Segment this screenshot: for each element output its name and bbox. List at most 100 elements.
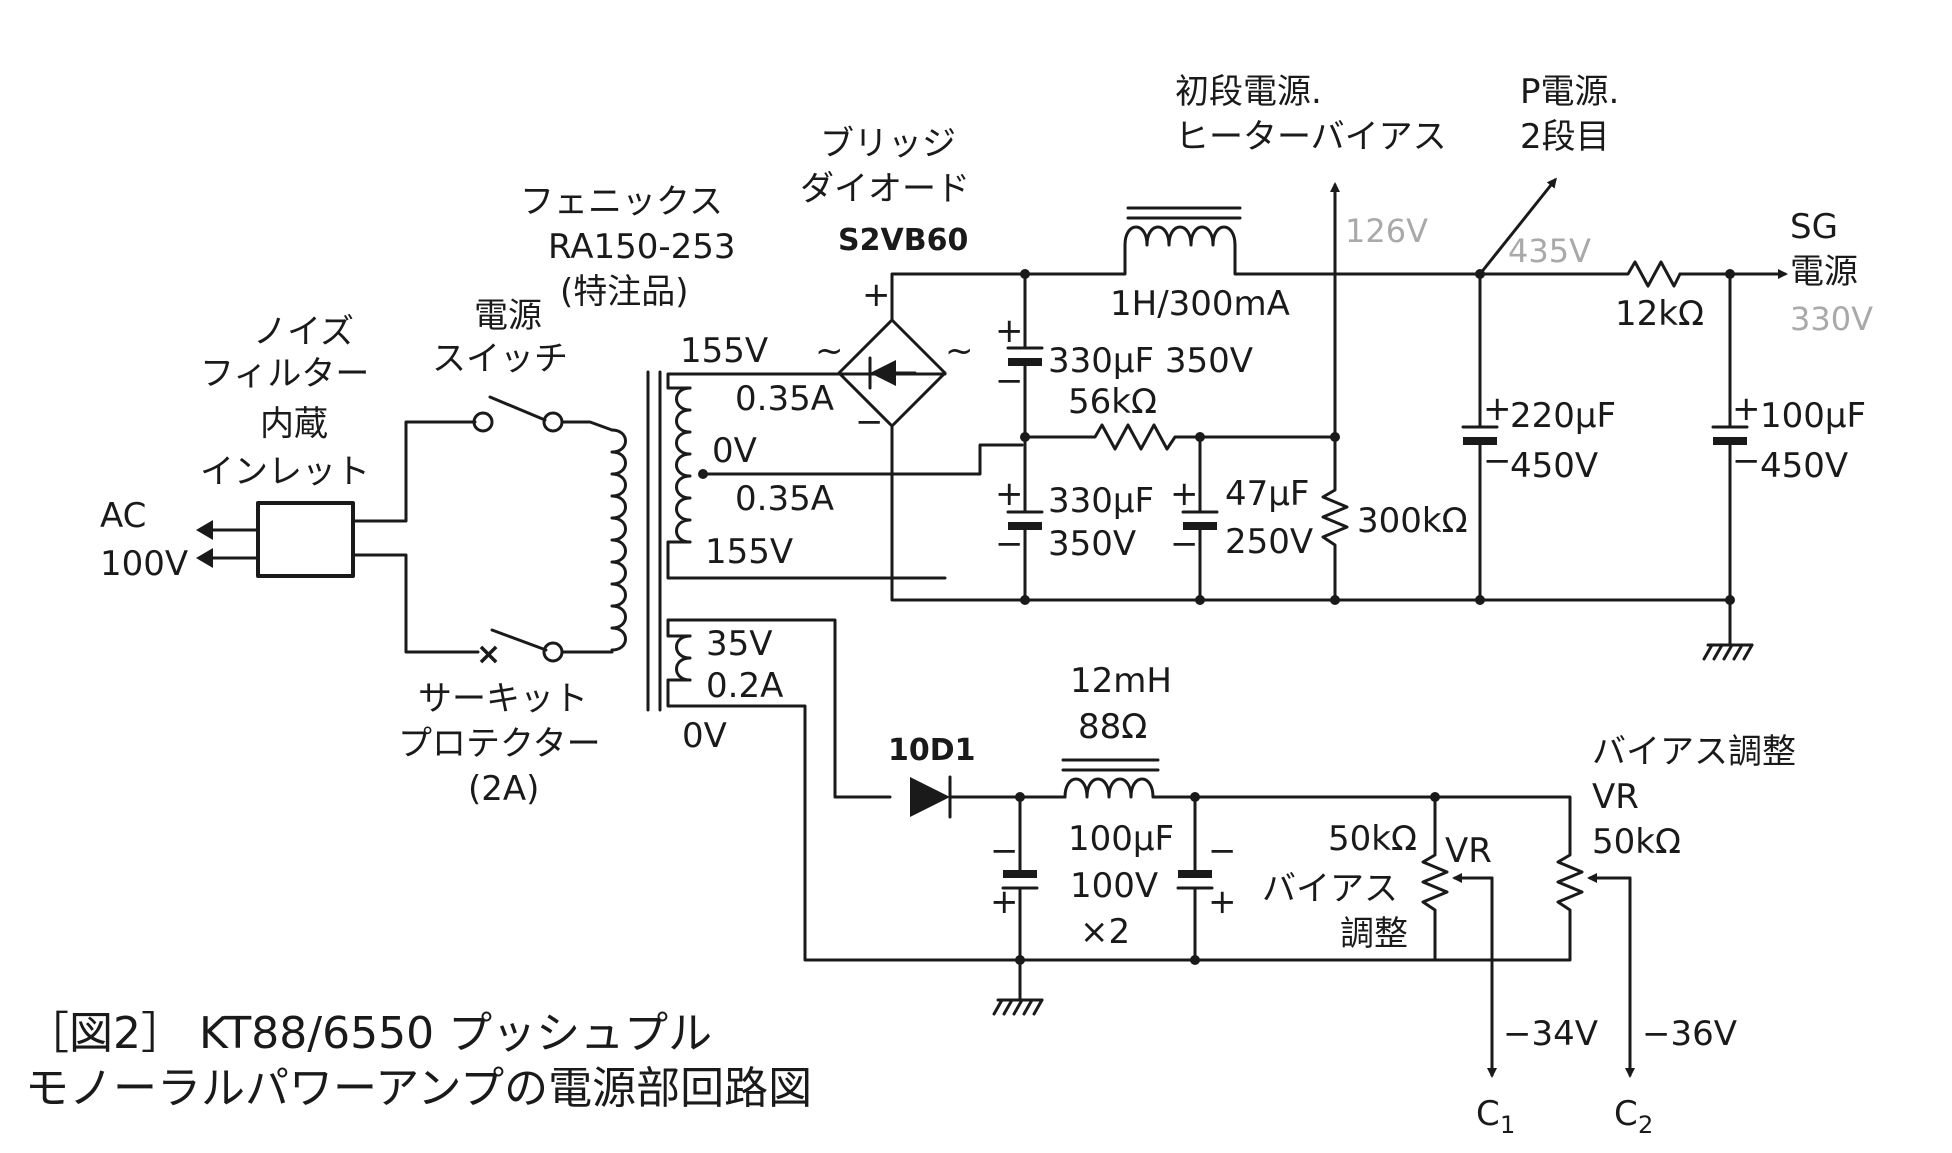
ground-hv bbox=[1702, 598, 1754, 661]
bias-winding-zero: 0V bbox=[682, 716, 727, 756]
ac-label: AC bbox=[100, 496, 146, 536]
p-supply-label-1: P電源. bbox=[1520, 72, 1619, 112]
r56k-label: 56kΩ bbox=[1068, 382, 1157, 422]
wire-bias-top bbox=[666, 618, 892, 799]
c4-label-2: 450V bbox=[1510, 446, 1598, 486]
p-supply-label-2: 2段目 bbox=[1520, 117, 1610, 157]
wire-hv-top bbox=[666, 372, 947, 390]
ground-bias bbox=[992, 958, 1044, 1016]
vr1-adjust-2: 調整 bbox=[1340, 914, 1408, 954]
c2-label-1: 330μF bbox=[1048, 481, 1154, 521]
c1-minus: − bbox=[995, 361, 1024, 401]
choke-12mh: 12mH 88Ω bbox=[1061, 661, 1437, 799]
bridge-part-number: S2VB60 bbox=[838, 223, 968, 258]
bridge-minus: − bbox=[855, 402, 884, 442]
capacitor-c1: + − 330μF 350V bbox=[995, 272, 1253, 439]
bridge-rectifier: ブリッジ ダイオード S2VB60 + − ~ ~ bbox=[800, 124, 1732, 602]
c1-output-label: C bbox=[1476, 1094, 1500, 1134]
c2-output-voltage: −36V bbox=[1642, 1014, 1737, 1054]
hv-center-label: 0V bbox=[712, 431, 757, 471]
transformer-model-label: RA150-253 bbox=[548, 227, 736, 267]
wire-bias-bottom bbox=[666, 678, 1427, 962]
caption-line-1: ［図2］ KT88/6550 プッシュプル bbox=[25, 1008, 712, 1059]
c2-output-label: C bbox=[1614, 1094, 1638, 1134]
bias-output-c2: −36V C 2 bbox=[1614, 1014, 1737, 1139]
choke-bias-coil bbox=[1063, 777, 1437, 799]
bridge-label-2: ダイオード bbox=[800, 169, 970, 209]
choke-coil bbox=[1118, 225, 1246, 276]
power-switch-lever bbox=[488, 395, 547, 422]
cbias-label-1: 100μF bbox=[1068, 819, 1174, 859]
capacitor-c3: + − 47μF 250V bbox=[1170, 435, 1313, 602]
bridge-plus: + bbox=[862, 275, 891, 315]
choke-bias-inductance: 12mH bbox=[1070, 661, 1172, 701]
first-stage-supply: 初段電源. ヒーターバイアス 126V bbox=[1175, 72, 1447, 250]
ac-arrow-2 bbox=[196, 548, 213, 568]
cb2-plus: + bbox=[1208, 882, 1237, 922]
noise-filter-label-1: ノイズ bbox=[253, 312, 354, 352]
bridge-diode-arrow bbox=[870, 360, 896, 386]
wire-bridge-plus bbox=[890, 272, 1027, 322]
sg-voltage: 330V bbox=[1790, 300, 1873, 338]
noise-filter-label-3: 内蔵 bbox=[260, 404, 328, 444]
diode-body bbox=[910, 777, 950, 817]
wire-ground-bus bbox=[890, 424, 1732, 602]
c2-plus: + bbox=[995, 474, 1024, 514]
potentiometer-vr1: 50kΩ VR バイアス 調整 bbox=[1262, 795, 1494, 1077]
wire-switch-primary bbox=[560, 420, 614, 432]
diode-10d1: 10D1 bbox=[888, 733, 1067, 819]
vr2-name: VR bbox=[1592, 777, 1639, 817]
vr1-value: 50kΩ bbox=[1328, 819, 1417, 859]
resistor-56k-body bbox=[1083, 423, 1337, 451]
hv-bottom-voltage: 155V bbox=[705, 532, 793, 572]
choke-bias-resistance: 88Ω bbox=[1078, 707, 1147, 747]
potentiometer-vr2: バイアス調整 VR 50kΩ bbox=[1423, 732, 1796, 1077]
bias-secondary-winding bbox=[675, 634, 692, 682]
c4-label-1: 220μF bbox=[1510, 396, 1616, 436]
sg-label-2: 電源 bbox=[1790, 252, 1858, 292]
vr1-name: VR bbox=[1445, 831, 1492, 871]
noise-filter-label-4: インレット bbox=[200, 452, 370, 492]
capacitor-c2: + − 330μF 350V bbox=[995, 435, 1154, 602]
bias-output-c1: −34V C 1 bbox=[1476, 1014, 1598, 1139]
power-transformer: フェニックス RA150-253 (特注品) 155V 0.35A 0V 0.3… bbox=[520, 182, 1427, 962]
cb1-plus: + bbox=[990, 882, 1019, 922]
ac-voltage-label: 100V bbox=[100, 544, 188, 584]
vr1-body bbox=[1421, 795, 1449, 962]
ac-arrow-1 bbox=[196, 520, 213, 540]
resistor-12k-body bbox=[1618, 260, 1682, 288]
wire-hv-bottom bbox=[666, 540, 947, 580]
noise-filter-label-2: フィルター bbox=[200, 354, 369, 394]
ac-input: AC 100V bbox=[100, 496, 260, 584]
resistor-300k-body bbox=[1321, 435, 1349, 602]
c1-output-subscript: 1 bbox=[1500, 1111, 1515, 1139]
primary-winding bbox=[610, 428, 627, 652]
r300k-label: 300kΩ bbox=[1357, 501, 1468, 541]
c5-minus: − bbox=[1732, 441, 1761, 481]
p-supply-voltage: 435V bbox=[1508, 232, 1591, 270]
choke-1h: 1H/300mA bbox=[1110, 206, 1290, 324]
hv-secondary-winding bbox=[675, 386, 692, 544]
circuit-protector: × サーキット プロテクター (2A) bbox=[398, 628, 614, 809]
protector-lever bbox=[490, 628, 548, 652]
figure-caption: ［図2］ KT88/6550 プッシュプル モノーラルパワーアンプの電源部回路図 bbox=[25, 1008, 812, 1114]
resistor-300k: 300kΩ bbox=[1321, 182, 1468, 602]
c2-minus: − bbox=[995, 524, 1024, 564]
protector-label-1: サーキット bbox=[418, 679, 588, 719]
diode-part-number: 10D1 bbox=[888, 733, 976, 768]
protector-label-3: (2A) bbox=[468, 769, 539, 809]
c1-plus: + bbox=[995, 311, 1024, 351]
first-stage-voltage: 126V bbox=[1345, 212, 1428, 250]
wire-bias-rail bbox=[1433, 795, 1572, 842]
c5-label-1: 100μF bbox=[1760, 396, 1866, 436]
vr2-body bbox=[1423, 838, 1584, 962]
capacitor-c4: + − 220μF 450V bbox=[1461, 272, 1616, 602]
c2-label-2: 350V bbox=[1048, 524, 1136, 564]
c2-output-subscript: 2 bbox=[1638, 1111, 1653, 1139]
protector-x-mark: × bbox=[476, 637, 501, 672]
bias-winding-current: 0.2A bbox=[706, 666, 783, 706]
vr2-title: バイアス調整 bbox=[1592, 732, 1796, 772]
c4-minus: − bbox=[1483, 441, 1512, 481]
c3-minus: − bbox=[1170, 524, 1199, 564]
protector-label-2: プロテクター bbox=[398, 724, 601, 764]
